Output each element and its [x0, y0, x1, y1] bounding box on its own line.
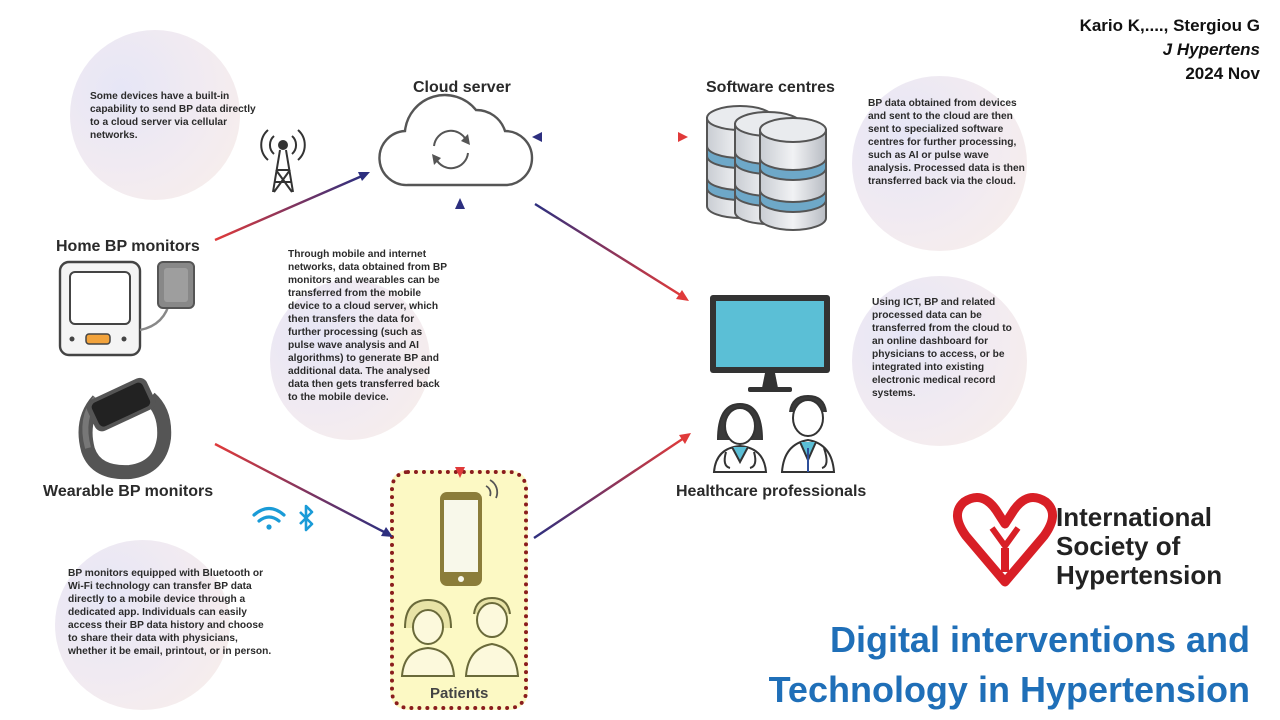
page-title: Digital interventions and Technology in … — [769, 615, 1250, 715]
note-mobile: Through mobile and internet networks, da… — [288, 249, 447, 403]
arrow-wearable-to-patients — [214, 442, 393, 537]
ish-logo-icon — [953, 493, 1057, 587]
patient-female-icon — [400, 598, 456, 677]
note-software: BP data obtained from devices and sent t… — [868, 98, 1025, 187]
citation-journal: J Hypertens — [1162, 40, 1260, 59]
female-doctor-icon — [712, 402, 768, 473]
label-wearable-bp-monitors: Wearable BP monitors — [43, 483, 214, 500]
ish-line2: Society of — [1056, 531, 1181, 561]
arrow-cloud-patients — [455, 198, 465, 478]
bluetooth-icon — [299, 504, 314, 532]
ish-line3: Hypertension — [1056, 560, 1223, 590]
cell-tower-icon — [260, 129, 306, 193]
label-healthcare-professionals: Healthcare professionals — [676, 483, 867, 500]
note-bubble-ict — [852, 276, 1027, 446]
note-bubble-cellular — [70, 30, 240, 200]
cloud-icon — [378, 93, 534, 187]
arrow-cloud-software — [532, 132, 688, 142]
note-ict: Using ICT, BP and related processed data… — [872, 297, 1012, 399]
label-home-bp-monitors: Home BP monitors — [56, 238, 200, 255]
arrow-patients-to-healthcare — [533, 433, 691, 539]
citation-date: 2024 Nov — [1185, 64, 1260, 83]
title-line1: Digital interventions and — [829, 619, 1250, 660]
smartphone-icon — [440, 479, 499, 586]
citation-authors: Kario K,...., Stergiou G — [1079, 16, 1260, 35]
note-bubble-software — [852, 76, 1027, 251]
male-doctor-icon — [780, 394, 836, 473]
monitor-icon — [710, 295, 830, 392]
note-bluetooth: BP monitors equipped with Bluetooth or W… — [68, 568, 272, 657]
arrow-home-to-cloud — [214, 172, 370, 242]
note-bubble-mobile — [270, 280, 430, 440]
wifi-icon — [252, 506, 286, 530]
citation: Kario K,...., Stergiou G J Hypertens 202… — [1080, 14, 1260, 86]
wearable-watch-icon — [78, 377, 172, 480]
label-software-centres: Software centres — [706, 79, 835, 96]
title-line2: Technology in Hypertension — [768, 669, 1250, 710]
note-bubble-bluetooth — [55, 540, 230, 710]
database-icon — [706, 105, 827, 231]
label-cloud-server: Cloud server — [413, 79, 511, 96]
home-bp-monitor-icon — [58, 260, 195, 357]
label-patients: Patients — [430, 685, 489, 702]
note-cellular: Some devices have a built-in capability … — [90, 91, 256, 141]
patient-male-icon — [464, 596, 520, 677]
arrow-cloud-to-healthcare — [534, 202, 689, 301]
ish-line1: International — [1056, 502, 1213, 532]
ish-name: International Society of Hypertension — [1056, 503, 1222, 590]
